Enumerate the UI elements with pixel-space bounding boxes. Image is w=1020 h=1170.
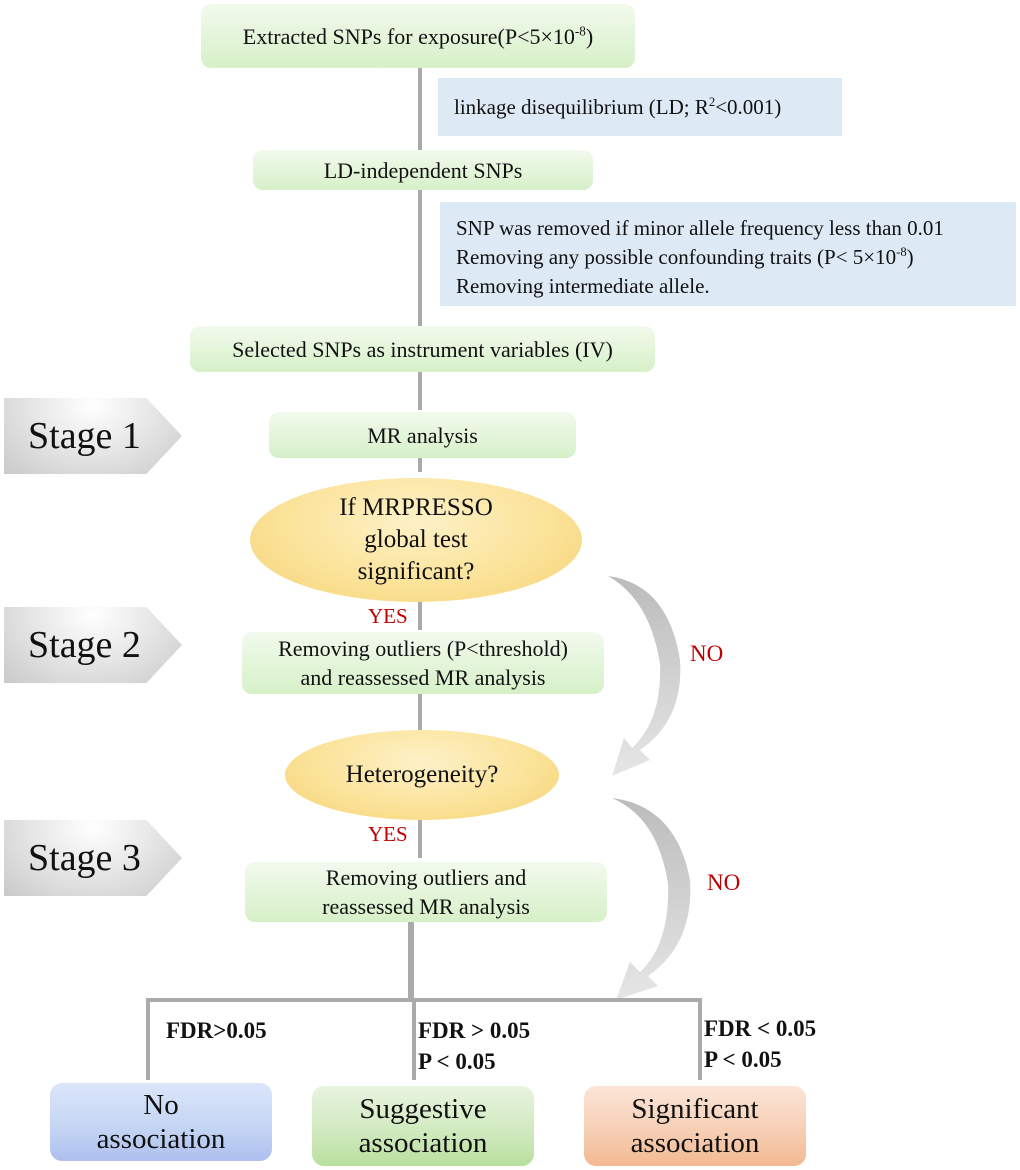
- branch-bar: [146, 998, 702, 1002]
- stage-2-label: Stage 2: [4, 607, 182, 683]
- condition-no-association: FDR>0.05: [166, 1018, 267, 1043]
- step-ld-independent-snps: LD-independent SNPs: [253, 150, 593, 190]
- connector: [698, 998, 702, 1080]
- connector: [418, 372, 422, 410]
- connector: [418, 820, 422, 858]
- filter-line-maf: SNP was removed if minor allele frequenc…: [456, 216, 944, 240]
- note-linkage-disequilibrium: linkage disequilibrium (LD; R2<0.001): [438, 78, 842, 136]
- step-selected-iv: Selected SNPs as instrument variables (I…: [190, 326, 655, 372]
- no-label: NO: [707, 870, 741, 895]
- note-snp-filters: SNP was removed if minor allele frequenc…: [440, 202, 1016, 306]
- step-extracted-snps: Extracted SNPs for exposure(P<5×10-8): [201, 4, 635, 68]
- step-mr-analysis: MR analysis: [269, 412, 576, 458]
- stage-3-label: Stage 3: [4, 820, 182, 896]
- filter-line-confounding: Removing any possible confounding traits…: [456, 245, 914, 269]
- no-arrow-2: [612, 780, 691, 1000]
- step-remove-outliers-threshold: Removing outliers (P<threshold) and reas…: [242, 632, 604, 694]
- connector: [412, 998, 416, 1080]
- connector: [418, 68, 422, 150]
- yes-label: YES: [368, 822, 408, 846]
- condition-significant: FDR < 0.05 P < 0.05: [704, 1016, 817, 1072]
- no-label: NO: [690, 641, 724, 666]
- decision-mrpresso: If MRPRESSO global test significant?: [250, 478, 582, 602]
- result-suggestive-association: Suggestive association: [312, 1086, 534, 1166]
- result-no-association: No association: [50, 1083, 272, 1161]
- filter-line-intermediate: Removing intermediate allele.: [456, 274, 710, 298]
- step-remove-outliers: Removing outliers and reassessed MR anal…: [245, 862, 607, 922]
- connector: [418, 190, 422, 326]
- connector: [146, 998, 150, 1080]
- result-significant-association: Significant association: [584, 1086, 806, 1166]
- connector: [408, 922, 414, 1000]
- stage-1-label: Stage 1: [4, 398, 182, 474]
- decision-heterogeneity: Heterogeneity?: [285, 730, 559, 820]
- connector: [418, 694, 422, 730]
- condition-suggestive: FDR > 0.05 P < 0.05: [418, 1018, 531, 1074]
- connector: [418, 600, 422, 630]
- yes-label: YES: [368, 604, 408, 628]
- step-text: Extracted SNPs for exposure(P<5×10: [242, 23, 575, 49]
- no-arrow-1: [608, 558, 681, 776]
- connector: [418, 458, 422, 472]
